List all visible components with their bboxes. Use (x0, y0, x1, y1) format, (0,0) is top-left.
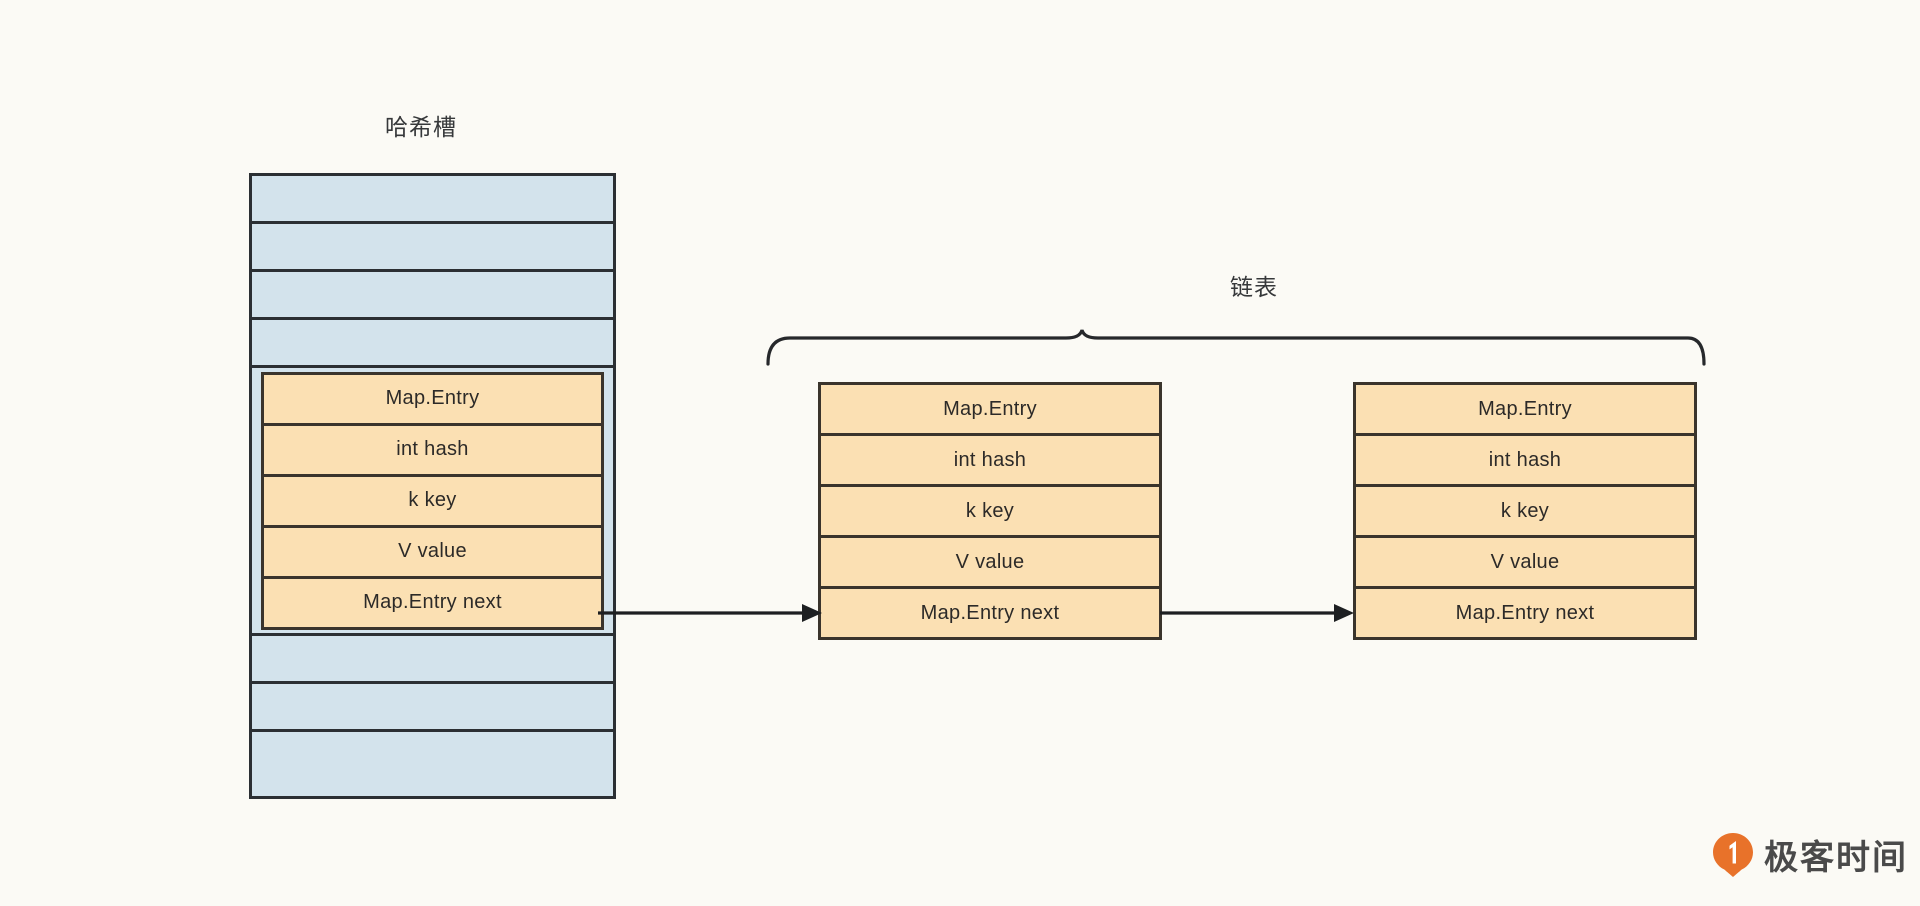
entry-1-row-key: k key (264, 476, 601, 528)
map-entry-node-2[interactable]: Map.Entry int hash k key V value Map.Ent… (818, 382, 1162, 640)
hash-slot-0[interactable] (252, 176, 613, 224)
linked-list-brace-icon (766, 329, 1706, 366)
entry-2-row-type: Map.Entry (821, 385, 1159, 436)
hash-slot-3[interactable] (252, 320, 613, 368)
map-entry-node-1[interactable]: Map.Entry int hash k key V value Map.Ent… (261, 371, 604, 630)
entry-2-row-next: Map.Entry next (821, 589, 1159, 637)
entry-2-row-value: V value (821, 538, 1159, 589)
brand-logo: 极客时间 (1712, 830, 1908, 879)
linked-list-title: 链表 (1230, 274, 1278, 300)
entry-1-row-next: Map.Entry next (264, 578, 601, 627)
hash-slot-1[interactable] (252, 224, 613, 272)
hash-slot-5[interactable] (252, 636, 613, 684)
entry-3-row-hash: int hash (1356, 436, 1694, 487)
entry-3-row-key: k key (1356, 487, 1694, 538)
brand-logo-text: 极客时间 (1764, 839, 1908, 877)
map-entry-node-3[interactable]: Map.Entry int hash k key V value Map.Ent… (1353, 382, 1697, 640)
entry-1-row-type: Map.Entry (264, 374, 601, 426)
entry-3-row-value: V value (1356, 538, 1694, 589)
arrow-entry1-to-entry2-icon (598, 604, 822, 622)
arrow-entry2-to-entry3-icon (1160, 604, 1354, 622)
geektime-logo-icon (1713, 832, 1753, 877)
hash-slot-4[interactable]: Map.Entry int hash k key V value Map.Ent… (252, 368, 613, 636)
hash-slot-2[interactable] (252, 272, 613, 320)
entry-3-row-type: Map.Entry (1356, 385, 1694, 436)
hash-slot-6[interactable] (252, 684, 613, 732)
entry-1-row-value: V value (264, 527, 601, 579)
entry-2-row-key: k key (821, 487, 1159, 538)
entry-1-row-hash: int hash (264, 425, 601, 477)
entry-2-row-hash: int hash (821, 436, 1159, 487)
hash-slot-7[interactable] (252, 732, 613, 780)
entry-3-row-next: Map.Entry next (1356, 589, 1694, 637)
hash-slot-table: Map.Entry int hash k key V value Map.Ent… (249, 173, 616, 799)
hash-slot-title: 哈希槽 (385, 114, 457, 140)
